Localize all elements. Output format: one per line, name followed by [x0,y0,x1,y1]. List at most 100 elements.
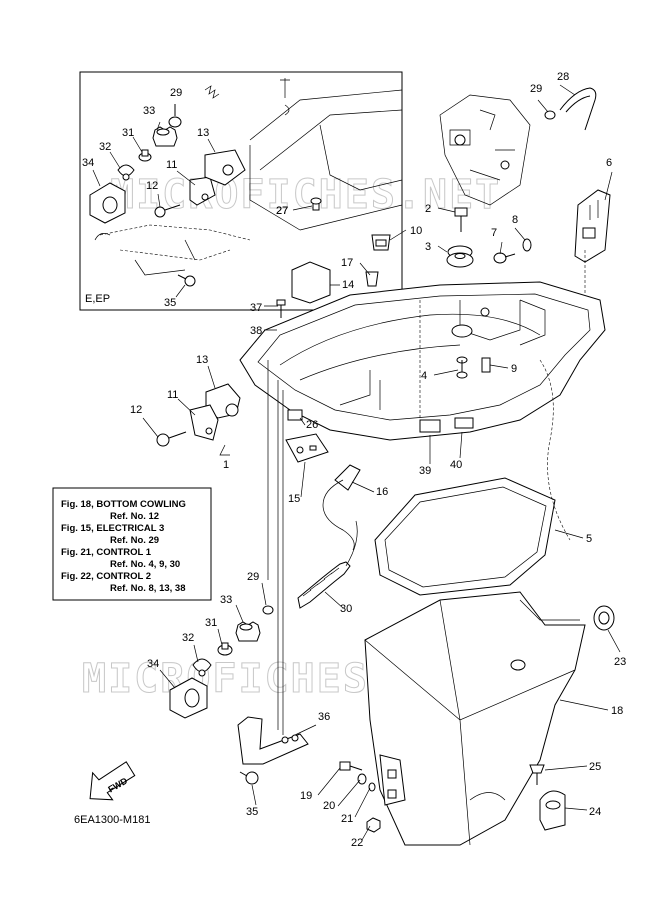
inset-callout-29: 29 [170,87,182,99]
inset-callout-32: 32 [99,141,111,153]
reference-box: Fig. 18, BOTTOM COWLING Ref. No. 12 Fig.… [52,487,212,601]
callout-37: 37 [250,302,262,314]
callout-7: 7 [491,227,497,239]
callout-12: 12 [130,404,142,416]
bracket-assembly-sketch [439,94,531,206]
callout-3: 3 [425,241,431,253]
ref-line-2: Ref. No. 12 [110,511,159,522]
inset-callout-13: 13 [197,127,209,139]
inset-panel: E,EP [79,71,403,311]
part-20-washer [357,773,367,785]
part-19-bolt [339,761,363,771]
callout-9: 9 [511,363,517,375]
ref-line-3: Fig. 15, ELECTRICAL 3 [61,523,164,534]
callout-4: 4 [421,370,427,382]
callout-40: 40 [450,459,462,471]
callout-28: 28 [557,71,569,83]
callout-6: 6 [606,157,612,169]
part-23-grommet [593,605,615,631]
inset-part-29 [168,85,220,128]
ref-line-7: Fig. 22, CONTROL 2 [61,571,151,582]
lower-callouts: 29 33 31 32 34 36 35 [147,571,330,818]
part-5-seal [374,477,556,596]
lower-part-31 [217,642,233,656]
part-36-bracket [237,716,309,765]
part-37-screw [276,299,286,318]
ref-line-8: Ref. No. 8, 13, 38 [110,583,186,594]
part-9-nipple [481,357,491,373]
callouts: 1 2 3 4 5 6 7 8 9 10 11 12 13 14 15 16 1… [130,71,626,849]
inset-callout-11: 11 [166,159,177,171]
callout-26: 26 [306,419,318,431]
part-21-washer [368,782,376,792]
callout-29: 29 [530,83,542,95]
watermark-upper: MICROFICHES.NET [110,172,501,218]
lower-callout-31: 31 [205,617,217,629]
part-2-bolt [454,207,468,232]
part-26-plate [287,409,303,421]
part-29-clip-upper [544,110,556,120]
lower-part-29 [262,605,274,615]
callout-10: 10 [410,225,422,237]
part-3-grommet [446,245,474,268]
callout-18: 18 [611,705,623,717]
inset-callout-35: 35 [164,297,176,309]
inset-part-34 [89,182,126,224]
inset-part-32 [117,164,135,181]
part-11-plate [189,404,219,441]
callout-2: 2 [425,203,431,215]
callout-38: 38 [250,325,262,337]
callout-23: 23 [614,656,626,668]
callout-5: 5 [586,533,592,545]
part-12-bolt [156,431,187,447]
callout-16: 16 [376,486,388,498]
ref-line-4: Ref. No. 29 [110,535,159,546]
ref-line-1: Fig. 18, BOTTOM COWLING [61,499,186,510]
inset-callout-12: 12 [146,180,158,192]
inset-part-11 [189,176,216,206]
callout-15: 15 [288,493,300,505]
inset-label: E,EP [85,293,110,305]
callout-20: 20 [323,800,335,812]
callout-25: 25 [589,761,601,773]
callout-39: 39 [419,465,431,477]
lower-callout-35: 35 [246,806,258,818]
callout-1: 1 [223,459,229,471]
callout-8: 8 [512,214,518,226]
inset-part-27 [310,197,322,211]
part-16-connector [322,464,361,551]
lower-part-34 [169,677,208,719]
lower-callout-32: 32 [182,632,194,644]
callout-14: 14 [342,279,354,291]
callout-22: 22 [351,837,363,849]
part-17-connector [365,271,379,287]
inset-callout-34: 34 [82,157,94,169]
lower-part-33 [235,621,261,642]
inset-part-31 [138,149,152,162]
part-14-clip [291,261,331,304]
callout-21: 21 [341,813,353,825]
part-8-washer [522,238,532,252]
part-10-grommet [371,234,391,251]
inset-part-33 [152,126,178,147]
part-18-cover [364,591,586,846]
lower-part-32 [192,658,212,677]
callout-13: 13 [196,354,208,366]
lower-callout-34: 34 [147,658,159,670]
callout-17: 17 [341,257,353,269]
part-4-pin [456,356,468,379]
diagram-code: 6EA1300-M181 [74,814,150,826]
part-6-bracket [574,189,611,263]
inset-part-13 [204,149,246,186]
part-30-cable [297,520,358,609]
ref-line-5: Fig. 21, CONTROL 1 [61,547,152,558]
fwd-arrow: FWD [89,761,136,801]
inset-part-35 [177,274,196,287]
part-28-hose [559,87,597,131]
lower-callout-36: 36 [318,711,330,723]
callout-30: 30 [340,603,352,615]
inset-callout-33: 33 [143,105,155,117]
part-7-screw [493,252,516,264]
part-15-switch [285,433,329,463]
